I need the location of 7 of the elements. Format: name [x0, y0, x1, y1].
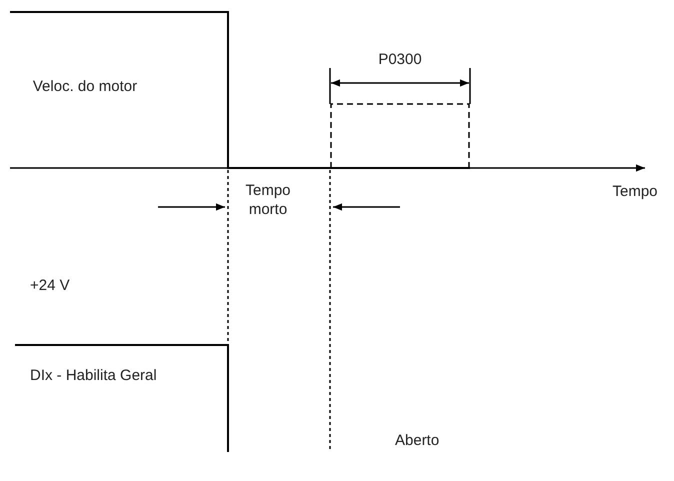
signal-label: DIx - Habilita Geral: [30, 366, 158, 385]
axis-label: Tempo: [611, 182, 659, 201]
voltage-label: +24 V: [30, 276, 71, 295]
dimension-label: P0300: [377, 50, 423, 69]
state-label: Aberto: [395, 431, 440, 450]
interval-label: Tempo morto: [244, 181, 292, 219]
signal-label: Veloc. do motor: [32, 77, 138, 96]
